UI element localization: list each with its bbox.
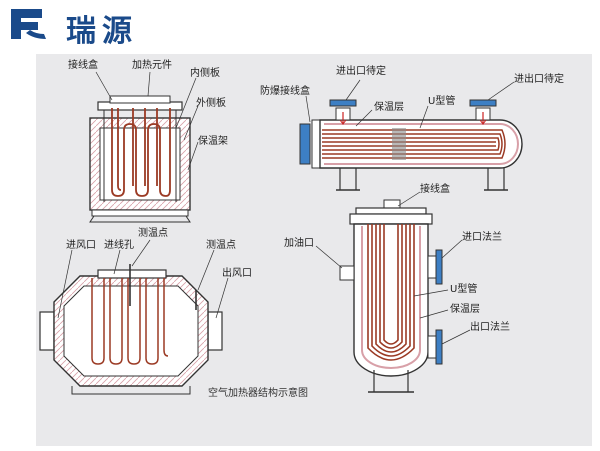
label-air-outlet: 出风口 [222, 268, 252, 279]
box-heater-diagram [89, 71, 199, 223]
figure-caption: 空气加热器结构示意图 [208, 388, 308, 399]
heating-coils [111, 108, 171, 197]
label-wire-hole: 进线孔 [104, 240, 134, 251]
label-air-inlet: 进风口 [66, 240, 96, 251]
label-oil-inlet: 加油口 [284, 238, 314, 249]
horizontal-utube-diagram [299, 79, 523, 191]
label-outlet-flange: 出口法兰 [470, 322, 510, 333]
label-port-left: 进出口待定 [336, 66, 386, 77]
label-junction-box-1: 接线盒 [68, 60, 98, 71]
ry-logo-icon [11, 9, 46, 39]
label-junction-box-2: 接线盒 [420, 184, 450, 195]
label-u-tube-2: U型管 [428, 96, 456, 107]
label-heating-element: 加热元件 [132, 60, 172, 71]
header: 瑞源 [0, 0, 600, 49]
label-explosion-box: 防爆接线盒 [260, 86, 310, 97]
label-temp-point-1: 测温点 [138, 228, 168, 239]
u-tubes-vertical [367, 224, 415, 361]
label-inner-plate: 内侧板 [190, 68, 220, 79]
label-port-right: 进出口待定 [514, 74, 564, 85]
brand-name: 瑞源 [66, 14, 138, 49]
duct-heating-coils [91, 278, 169, 365]
label-insulation-frame: 保温架 [198, 136, 228, 147]
vertical-utube-diagram [315, 191, 471, 393]
label-outer-plate: 外侧板 [196, 98, 226, 109]
label-u-tube-4: U型管 [450, 284, 478, 295]
label-insulation-2: 保温层 [374, 102, 404, 113]
u-tubes-horizontal [322, 129, 506, 159]
label-temp-point-2: 测温点 [206, 240, 236, 251]
air-duct-heater-diagram [39, 239, 229, 395]
label-inlet-flange: 进口法兰 [462, 232, 502, 243]
label-insulation-4: 保温层 [450, 304, 480, 315]
